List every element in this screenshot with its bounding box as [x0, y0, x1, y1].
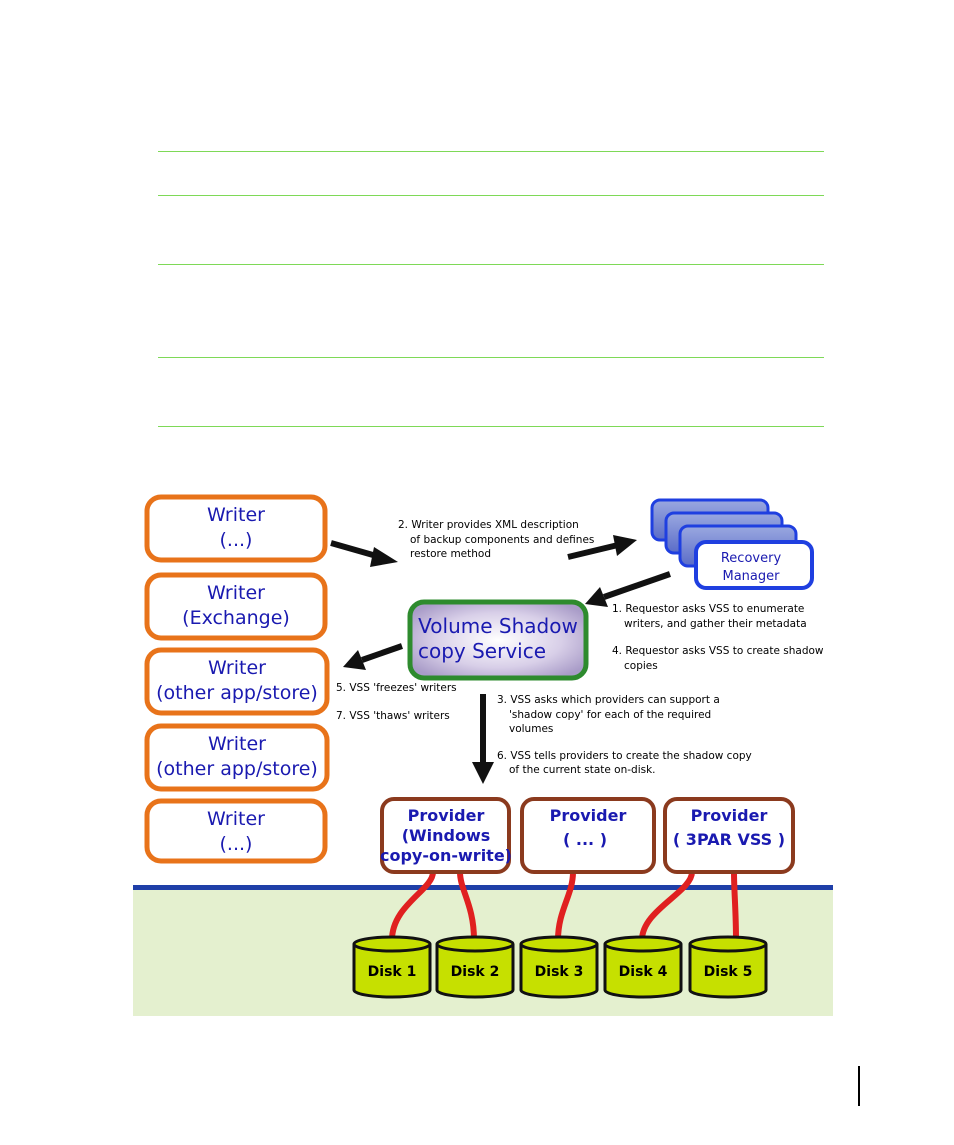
disk-label: Disk 2	[451, 964, 500, 980]
table-rule-5	[158, 426, 824, 427]
writer-sublabel: (other app/store)	[156, 682, 318, 704]
writer-box: Writer (...)	[144, 494, 328, 563]
writer-label: Writer	[207, 504, 265, 526]
svg-text:2. Writer provides XML descrip: 2. Writer provides XML description	[398, 519, 579, 531]
step-6-note: 6. VSS tells providers to create the sha…	[497, 750, 752, 776]
vss-sublabel: copy Service	[418, 639, 546, 663]
provider-box: Provider ( 3PAR VSS )	[663, 797, 795, 874]
provider-disk-links	[389, 869, 739, 943]
arrows	[330, 535, 671, 784]
step-2-note: 2. Writer provides XML description of ba…	[398, 519, 594, 560]
disk-label: Disk 1	[368, 964, 417, 980]
provider-sublabel: (Windows	[402, 826, 491, 845]
svg-text:4. Requestor asks VSS to creat: 4. Requestor asks VSS to create shadow	[612, 645, 824, 657]
writer-sublabel: (...)	[220, 833, 253, 855]
svg-text:copies: copies	[624, 660, 658, 672]
disk: Disk 5	[688, 935, 768, 999]
writer-box: Writer (Exchange)	[144, 572, 328, 641]
provider-label: Provider	[550, 806, 627, 825]
requestor-label: Recovery	[721, 551, 782, 566]
provider-sublabel: ( ... )	[563, 830, 607, 849]
provider-box: Provider (Windows copy-on-write)	[380, 797, 512, 874]
disk: Disk 3	[519, 935, 599, 999]
svg-text:of backup components and defin: of backup components and defines	[410, 534, 594, 546]
requestor-sublabel: Manager	[723, 569, 781, 584]
requestor-stack: Recovery Manager	[650, 498, 814, 590]
writer-sublabel: (other app/store)	[156, 758, 318, 780]
table-rule-2	[158, 195, 824, 196]
writer-label: Writer	[208, 733, 266, 755]
step-1-note: 1. Requestor asks VSS to enumerate write…	[612, 603, 807, 630]
writer-label: Writer	[208, 657, 266, 679]
svg-text:'shadow copy' for each of the: 'shadow copy' for each of the required	[509, 709, 711, 721]
disk: Disk 2	[435, 935, 515, 999]
vss-label: Volume Shadow	[418, 614, 578, 638]
svg-text:6. VSS tells providers to crea: 6. VSS tells providers to create the sha…	[497, 750, 752, 762]
writer-box: Writer (...)	[144, 798, 328, 864]
disk-label: Disk 4	[619, 964, 668, 980]
page-margin-bar	[858, 1066, 860, 1106]
step-7-note: 7. VSS 'thaws' writers	[336, 710, 450, 722]
provider-sublabel: ( 3PAR VSS )	[673, 830, 785, 849]
provider-label: Provider	[691, 806, 768, 825]
svg-text:1. Requestor asks VSS to enume: 1. Requestor asks VSS to enumerate	[612, 603, 804, 615]
provider-sublabel-2: copy-on-write)	[380, 846, 512, 865]
vss-box: Volume Shadow copy Service	[407, 599, 589, 681]
svg-text:3. VSS asks which providers ca: 3. VSS asks which providers can support …	[497, 694, 720, 706]
step-5-note: 5. VSS 'freezes' writers	[336, 682, 457, 694]
step-3-note: 3. VSS asks which providers can support …	[497, 694, 720, 735]
disk: Disk 4	[603, 935, 683, 999]
writer-sublabel: (...)	[220, 529, 253, 551]
writer-label: Writer	[207, 808, 265, 830]
disk-label: Disk 3	[535, 964, 584, 980]
table-rule-4	[158, 357, 824, 358]
writer-box: Writer (other app/store)	[144, 723, 330, 792]
svg-text:volumes: volumes	[509, 723, 553, 735]
writer-sublabel: (Exchange)	[182, 607, 290, 629]
svg-text:writers, and gather their meta: writers, and gather their metadata	[624, 618, 807, 630]
disk-label: Disk 5	[704, 964, 753, 980]
writer-label: Writer	[207, 582, 265, 604]
table-rule-1	[158, 151, 824, 152]
storage-divider	[133, 885, 833, 890]
provider-label: Provider	[408, 806, 485, 825]
step-4-note: 4. Requestor asks VSS to create shadow c…	[612, 645, 824, 672]
svg-text:of the current state on-disk.: of the current state on-disk.	[509, 764, 656, 776]
table-rule-3	[158, 264, 824, 265]
provider-box: Provider ( ... )	[520, 797, 656, 874]
writer-box: Writer (other app/store)	[144, 647, 330, 716]
disk: Disk 1	[352, 935, 432, 999]
svg-text:restore method: restore method	[410, 548, 491, 560]
